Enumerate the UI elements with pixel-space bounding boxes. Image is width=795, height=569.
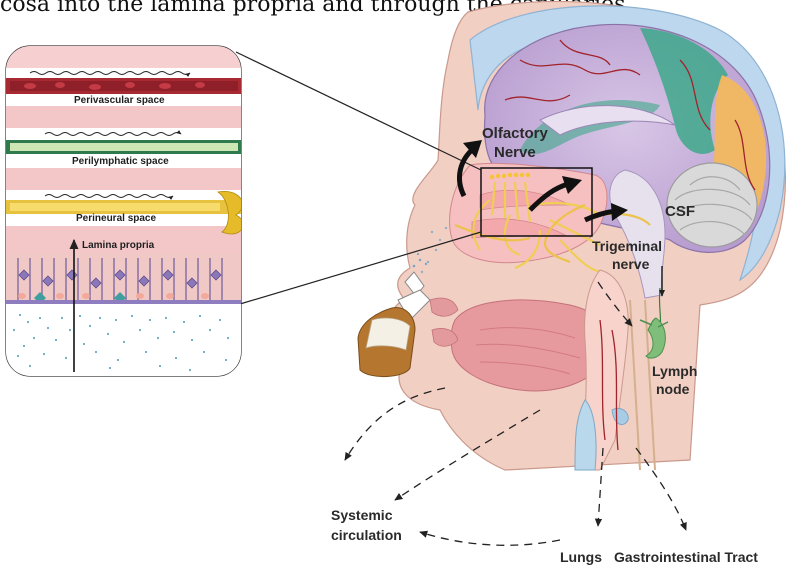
label-csf: CSF — [665, 203, 695, 220]
label-trigeminal-nerve: Trigeminal nerve — [592, 237, 662, 273]
label-perilymphatic-space: Perilymphatic space — [72, 156, 169, 167]
label-lymph-line1: Lymph — [652, 362, 697, 380]
label-olfactory-line2: Nerve — [482, 143, 548, 162]
label-lymph-node: Lymph node — [652, 362, 697, 398]
label-lamina-propria: Lamina propria — [82, 240, 154, 251]
label-trigeminal-line1: Trigeminal — [592, 237, 662, 255]
label-olfactory-line1: Olfactory — [482, 124, 548, 143]
label-lungs: Lungs — [560, 549, 602, 565]
label-olfactory-nerve: Olfactory Nerve — [482, 124, 548, 162]
label-systemic-circulation: Systemic circulation — [331, 505, 402, 545]
label-gastrointestinal-tract: Gastrointestinal Tract — [614, 549, 758, 565]
label-trigeminal-line2: nerve — [592, 255, 662, 273]
label-perineural-space: Perineural space — [76, 213, 156, 224]
label-systemic-line2: circulation — [331, 525, 402, 545]
label-lymph-line2: node — [652, 380, 697, 398]
label-perivascular-space: Perivascular space — [74, 95, 165, 106]
label-systemic-line1: Systemic — [331, 505, 402, 525]
